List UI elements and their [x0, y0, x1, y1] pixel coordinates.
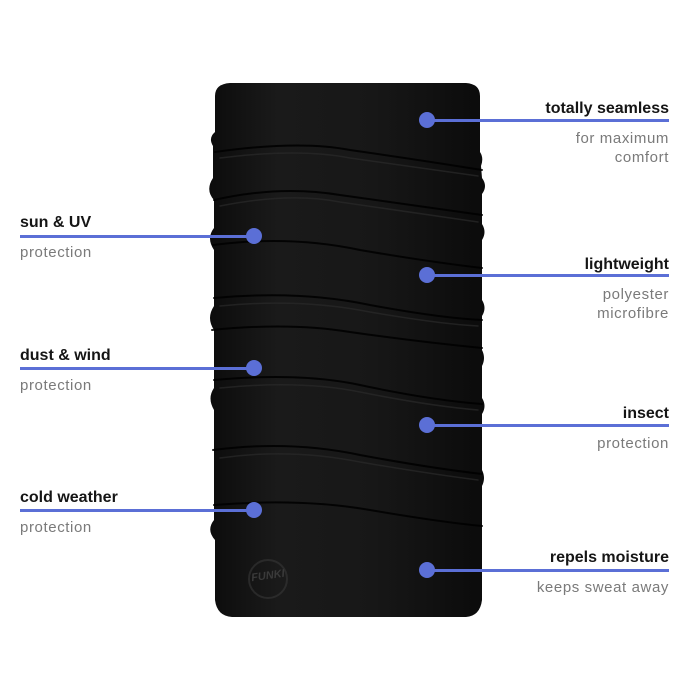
feature-title: insect [622, 405, 669, 422]
feature-subtitle: polyester microfibre [597, 285, 669, 323]
feature-subtitle: protection [20, 377, 92, 394]
feature-repels-moisture: repels moisture keeps sweat away [419, 548, 669, 608]
feature-title: totally seamless [545, 100, 669, 117]
feature-cold-weather: cold weather protection [20, 488, 280, 548]
feature-dust-wind: dust & wind protection [20, 346, 280, 406]
feature-sun-uv: sun & UV protection [20, 213, 280, 273]
callout-dot [419, 562, 435, 578]
callout-line [20, 509, 256, 512]
feature-subtitle: protection [597, 435, 669, 452]
feature-subtitle-line: comfort [614, 149, 669, 166]
callout-line [433, 569, 669, 572]
feature-subtitle: for maximum comfort [576, 129, 669, 167]
feature-title: lightweight [584, 256, 669, 273]
feature-subtitle-line: polyester [602, 286, 669, 303]
callout-dot [246, 502, 262, 518]
callout-line [433, 119, 669, 122]
feature-title: cold weather [20, 489, 118, 506]
feature-title: dust & wind [20, 347, 111, 364]
callout-dot [246, 228, 262, 244]
feature-insect: insect protection [419, 404, 669, 464]
feature-lightweight: lightweight polyester microfibre [419, 255, 669, 325]
feature-totally-seamless: totally seamless for maximum comfort [419, 99, 669, 169]
callout-dot [419, 417, 435, 433]
callout-line [433, 274, 669, 277]
callout-dot [419, 112, 435, 128]
feature-title: sun & UV [20, 214, 92, 231]
feature-subtitle: protection [20, 244, 92, 261]
feature-title: repels moisture [549, 549, 669, 566]
fabric-folds [211, 144, 483, 527]
tube-body [209, 83, 485, 617]
callout-line [433, 424, 669, 427]
feature-subtitle-line: microfibre [597, 305, 669, 322]
feature-subtitle: keeps sweat away [536, 579, 669, 596]
feature-subtitle-line: for maximum [575, 130, 669, 147]
callout-dot [419, 267, 435, 283]
brand-logo-badge [248, 559, 288, 599]
callout-line [20, 235, 256, 238]
callout-dot [246, 360, 262, 376]
feature-subtitle: protection [20, 519, 92, 536]
callout-line [20, 367, 256, 370]
